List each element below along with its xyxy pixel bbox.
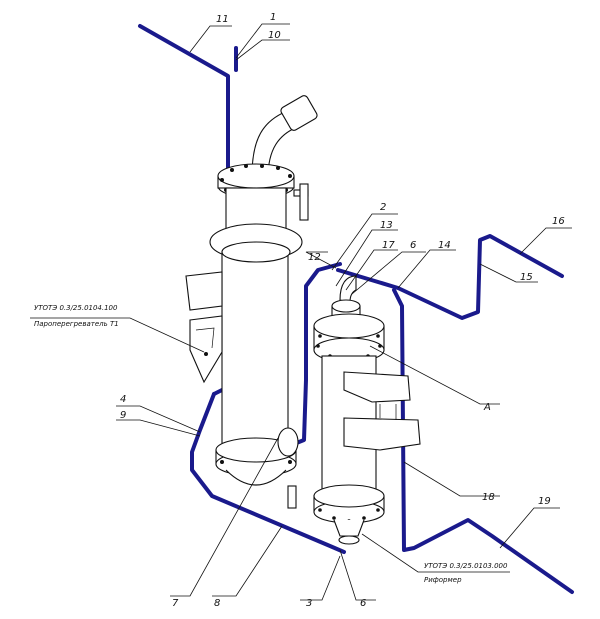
support-bracket-bottom: [189, 315, 223, 384]
callout-15: 15: [520, 272, 533, 283]
callout-10: 10: [268, 30, 281, 41]
callout-18: 18: [482, 492, 495, 503]
callout-6-top: 6: [410, 240, 416, 251]
main-shell: [221, 251, 289, 461]
callout-2: 2: [380, 202, 386, 213]
callout-12: 12: [308, 252, 321, 263]
reformer-name: Риформер: [424, 576, 462, 584]
superheater-name: Пароперегреватель Т1: [34, 320, 119, 328]
callout-9: 9: [120, 410, 126, 421]
outlet-nozzle: [280, 95, 318, 131]
callout-16: 16: [552, 216, 565, 227]
superheater-code: УТОТЭ 0.3/25.0104.100: [34, 304, 118, 312]
callout-7: 7: [172, 598, 179, 609]
callout-leaders: [30, 23, 572, 601]
callout-19: 19: [538, 496, 551, 507]
pipe-line-18-19: [392, 288, 574, 594]
callout-14: 14: [438, 240, 451, 251]
reformer-bracket-top: [343, 371, 411, 403]
callout-11: 11: [216, 14, 229, 25]
reformer-bracket-bottom: [343, 417, 421, 451]
callout-4: 4: [120, 394, 126, 405]
pipe-line-4-8: [190, 392, 346, 554]
pipe-line-12: [292, 262, 342, 446]
callout-13: 13: [380, 220, 393, 231]
callout-8: 8: [214, 598, 220, 609]
reformer-code: УТОТЭ 0.3/25.0103.000: [424, 562, 508, 570]
superheater-vessel: [185, 95, 318, 509]
callout-1: 1: [270, 12, 276, 23]
pipe-line-11: [138, 24, 230, 174]
captions: УТОТЭ 0.3/25.0104.100 Пароперегреватель …: [34, 304, 508, 584]
support-bracket-top: [185, 271, 223, 311]
reformer-vessel: [313, 275, 421, 545]
callout-3: 3: [306, 598, 312, 609]
callout-6-bottom: 6: [360, 598, 366, 609]
view-label-a: А: [483, 402, 491, 413]
callout-numbers: 11 1 10 2 13 17 6 14 12 16 15 4 9 18 19 …: [120, 12, 565, 609]
callout-17: 17: [382, 240, 395, 251]
